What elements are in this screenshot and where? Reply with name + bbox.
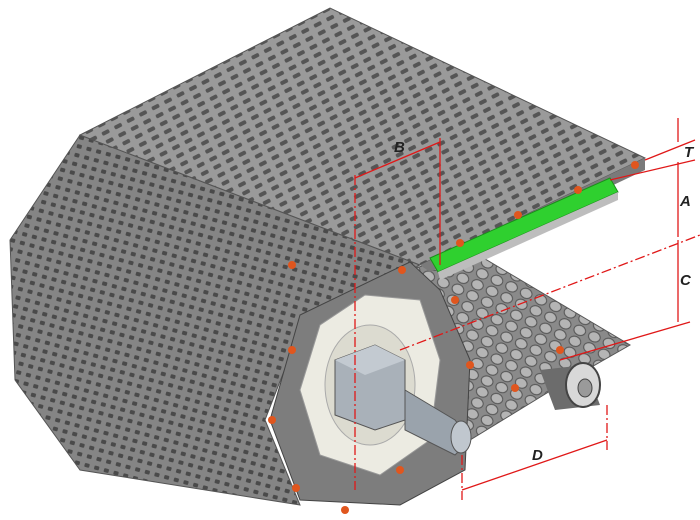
wear-strip-base: [438, 192, 618, 280]
dimension-label-d: D: [532, 447, 543, 464]
dimension-lines: [354, 118, 700, 500]
dimension-label-a: A: [679, 193, 691, 210]
dimension-label-c: C: [680, 272, 692, 289]
return-roller: [540, 362, 601, 410]
hinge-pins: [268, 161, 639, 514]
shaft: [334, 344, 472, 456]
dimension-label-b: B: [394, 139, 405, 156]
dimension-label-t: T: [684, 144, 695, 161]
